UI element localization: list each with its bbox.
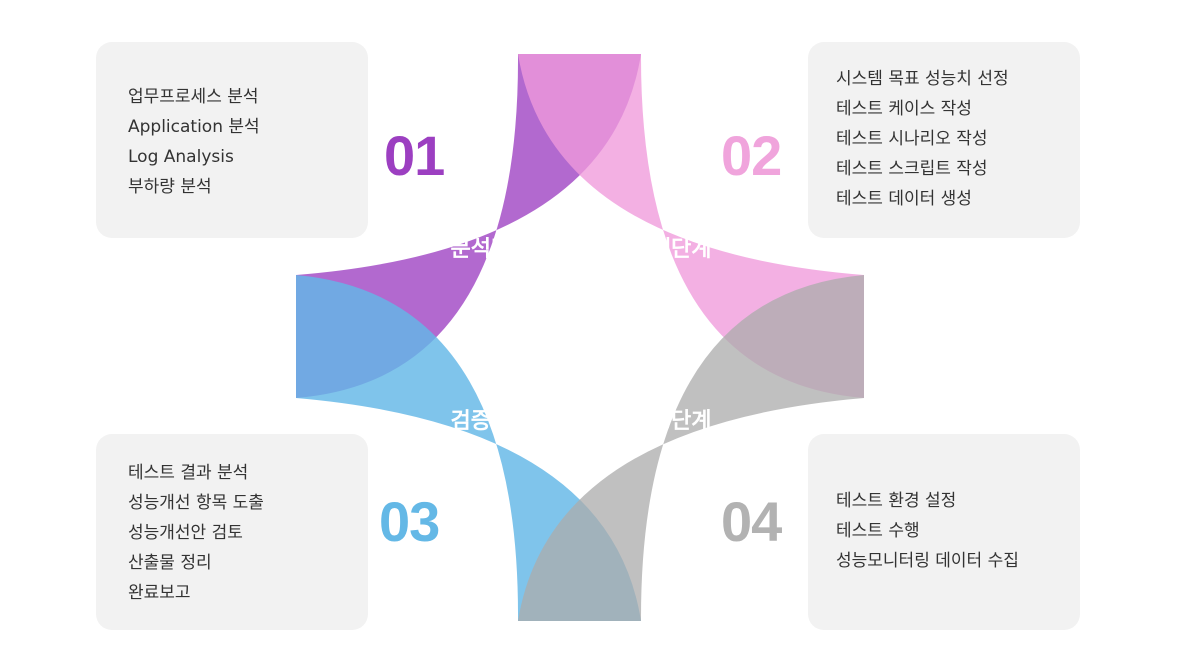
step-number-02: 02	[721, 124, 782, 187]
execution-task-list: 테스트 환경 설정 테스트 수행 성능모니터링 데이터 수집	[836, 486, 1080, 576]
phase-label-verification: 검증단계	[450, 409, 532, 434]
analysis-detail-card: 업무프로세스 분석 Application 분석 Log Analysis 부하…	[96, 42, 368, 238]
list-item: 업무프로세스 분석	[128, 87, 259, 107]
step-number-01: 01	[384, 124, 445, 187]
step-number-03: 03	[379, 490, 440, 553]
list-item: Application 분석	[128, 117, 260, 137]
list-item: 시스템 목표 성능치 선정	[836, 69, 1009, 89]
verification-task-list: 테스트 결과 분석 성능개선 항목 도출 성능개선안 검토 산출물 정리 완료보…	[128, 458, 368, 608]
list-item: 성능개선 항목 도출	[128, 493, 264, 513]
list-item: 테스트 수행	[836, 521, 920, 541]
list-item: 테스트 데이터 생성	[836, 189, 972, 209]
list-item: 산출물 정리	[128, 553, 212, 573]
list-item: 성능개선안 검토	[128, 523, 243, 543]
list-item: 테스트 시나리오 작성	[836, 129, 988, 149]
list-item: 테스트 케이스 작성	[836, 99, 972, 119]
list-item: 성능모니터링 데이터 수집	[836, 551, 1019, 571]
list-item: 테스트 스크립트 작성	[836, 159, 988, 179]
list-item: 테스트 환경 설정	[836, 491, 957, 511]
list-item: Log Analysis	[128, 147, 234, 167]
list-item: 테스트 결과 분석	[128, 463, 249, 483]
execution-petal	[518, 275, 864, 621]
verification-detail-card: 테스트 결과 분석 성능개선 항목 도출 성능개선안 검토 산출물 정리 완료보…	[96, 434, 368, 630]
phase-label-analysis: 분석단계	[450, 237, 532, 262]
design-task-list: 시스템 목표 성능치 선정 테스트 케이스 작성 테스트 시나리오 작성 테스트…	[836, 64, 1080, 214]
design-detail-card: 시스템 목표 성능치 선정 테스트 케이스 작성 테스트 시나리오 작성 테스트…	[808, 42, 1080, 238]
list-item: 완료보고	[128, 583, 191, 603]
execution-detail-card: 테스트 환경 설정 테스트 수행 성능모니터링 데이터 수집	[808, 434, 1080, 630]
phase-label-execution: 실행단계	[630, 409, 712, 434]
analysis-task-list: 업무프로세스 분석 Application 분석 Log Analysis 부하…	[128, 82, 368, 202]
phase-label-design: 설계단계	[630, 237, 712, 262]
step-number-04: 04	[721, 490, 782, 553]
list-item: 부하량 분석	[128, 177, 212, 197]
